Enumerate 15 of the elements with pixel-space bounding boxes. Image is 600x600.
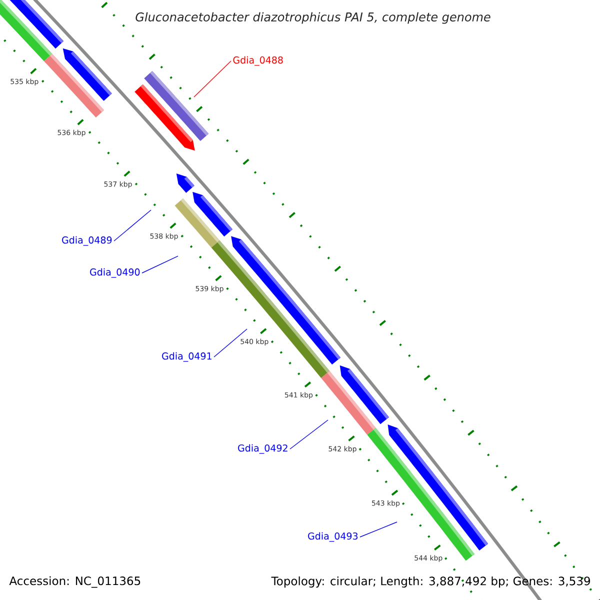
gene-label: Gdia_0489	[62, 236, 112, 246]
leader-line	[214, 328, 248, 358]
gene-label: Gdia_0491	[162, 352, 212, 362]
leader-line	[360, 522, 398, 538]
gene-label: Gdia_0493	[308, 532, 358, 542]
leader-line	[290, 420, 328, 450]
leader-line	[114, 210, 152, 242]
title: Gluconacetobacter diazotrophicus PAI 5, complete genome	[136, 12, 490, 24]
footer-text: Accession: NC_011365	[9, 576, 140, 588]
leader-line	[142, 256, 178, 274]
gene-label: Gdia_0490	[90, 268, 140, 278]
gene-label: Gdia_0492	[238, 444, 288, 454]
footer-text: Topology: circular; Length: 3,887,492 bp; Genes: 3,539	[271, 576, 590, 588]
gene-label: Gdia_0488	[233, 56, 283, 66]
leader-line	[194, 60, 232, 98]
